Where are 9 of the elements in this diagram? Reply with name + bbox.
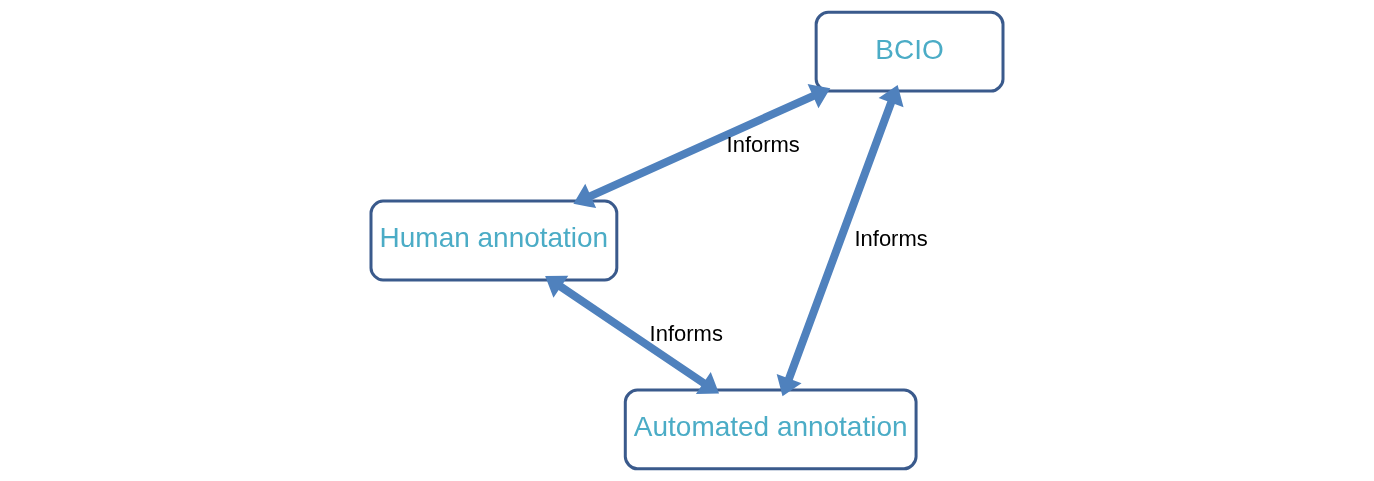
node-box: Automated annotation <box>623 388 918 471</box>
arrow <box>776 84 904 397</box>
edge-label: Informs <box>649 320 723 346</box>
edge-label: Informs <box>726 131 800 157</box>
arrow <box>573 83 831 209</box>
node-box: Human annotation <box>369 199 619 282</box>
edge-label: Informs <box>854 226 928 252</box>
arrow <box>545 275 720 394</box>
node-box: BCIO <box>814 10 1005 93</box>
